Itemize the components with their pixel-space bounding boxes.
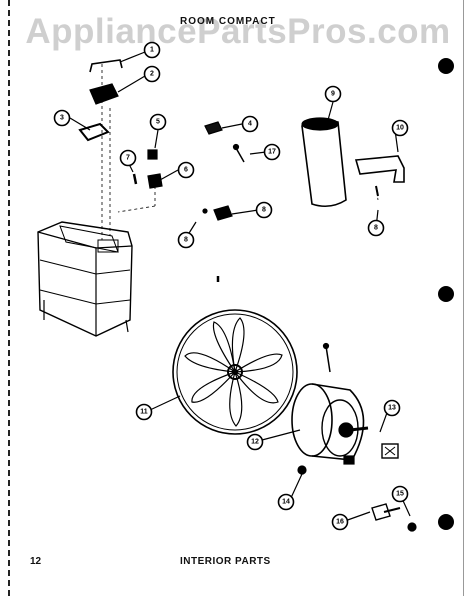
svg-text:12: 12 — [251, 439, 259, 446]
callout-16: 16 — [331, 513, 349, 531]
page-border — [8, 0, 464, 596]
callout-8-bracket: 8 — [367, 219, 385, 237]
punch-hole-top — [438, 58, 454, 74]
svg-text:11: 11 — [140, 409, 148, 416]
callout-1: 1 — [143, 41, 161, 59]
callout-10: 9 — [324, 85, 342, 103]
diagram-caption: INTERIOR PARTS — [180, 556, 271, 567]
callout-2: 2 — [143, 65, 161, 83]
svg-text:13: 13 — [388, 405, 396, 412]
svg-text:3: 3 — [60, 115, 64, 122]
callout-13: 12 — [246, 433, 264, 451]
callout-8-screw: 8 — [177, 231, 195, 249]
svg-text:17: 17 — [268, 149, 276, 156]
callout-3: 3 — [53, 109, 71, 127]
watermark-text: AppliancePartsPros.com — [25, 12, 451, 51]
svg-text:8: 8 — [262, 207, 266, 214]
svg-text:7: 7 — [126, 155, 130, 162]
svg-text:6: 6 — [184, 167, 188, 174]
svg-text:2: 2 — [150, 71, 154, 78]
callout-4: 4 — [241, 115, 259, 133]
punch-hole-bottom — [438, 514, 454, 530]
svg-text:16: 16 — [336, 519, 344, 526]
svg-text:9: 9 — [331, 91, 335, 98]
svg-text:10: 10 — [396, 125, 404, 132]
svg-text:5: 5 — [156, 119, 160, 126]
svg-text:8: 8 — [184, 237, 188, 244]
header-title: ROOM COMPACT — [180, 16, 276, 27]
callout-11: 10 — [391, 119, 409, 137]
svg-text:1: 1 — [150, 47, 154, 54]
callout-14: 13 — [383, 399, 401, 417]
svg-text:14: 14 — [282, 499, 290, 506]
callout-17: 17 — [263, 143, 281, 161]
callout-12: 11 — [135, 403, 153, 421]
callout-15-right: 15 — [391, 485, 409, 503]
callout-7: 7 — [119, 149, 137, 167]
punch-hole-middle — [438, 286, 454, 302]
svg-text:15: 15 — [396, 491, 404, 498]
svg-text:4: 4 — [248, 121, 252, 128]
callout-6: 6 — [177, 161, 195, 179]
svg-text:8: 8 — [374, 225, 378, 232]
callout-5: 5 — [149, 113, 167, 131]
callout-8-clip: 8 — [255, 201, 273, 219]
callout-15-left: 14 — [277, 493, 295, 511]
page-number: 12 — [30, 556, 42, 567]
